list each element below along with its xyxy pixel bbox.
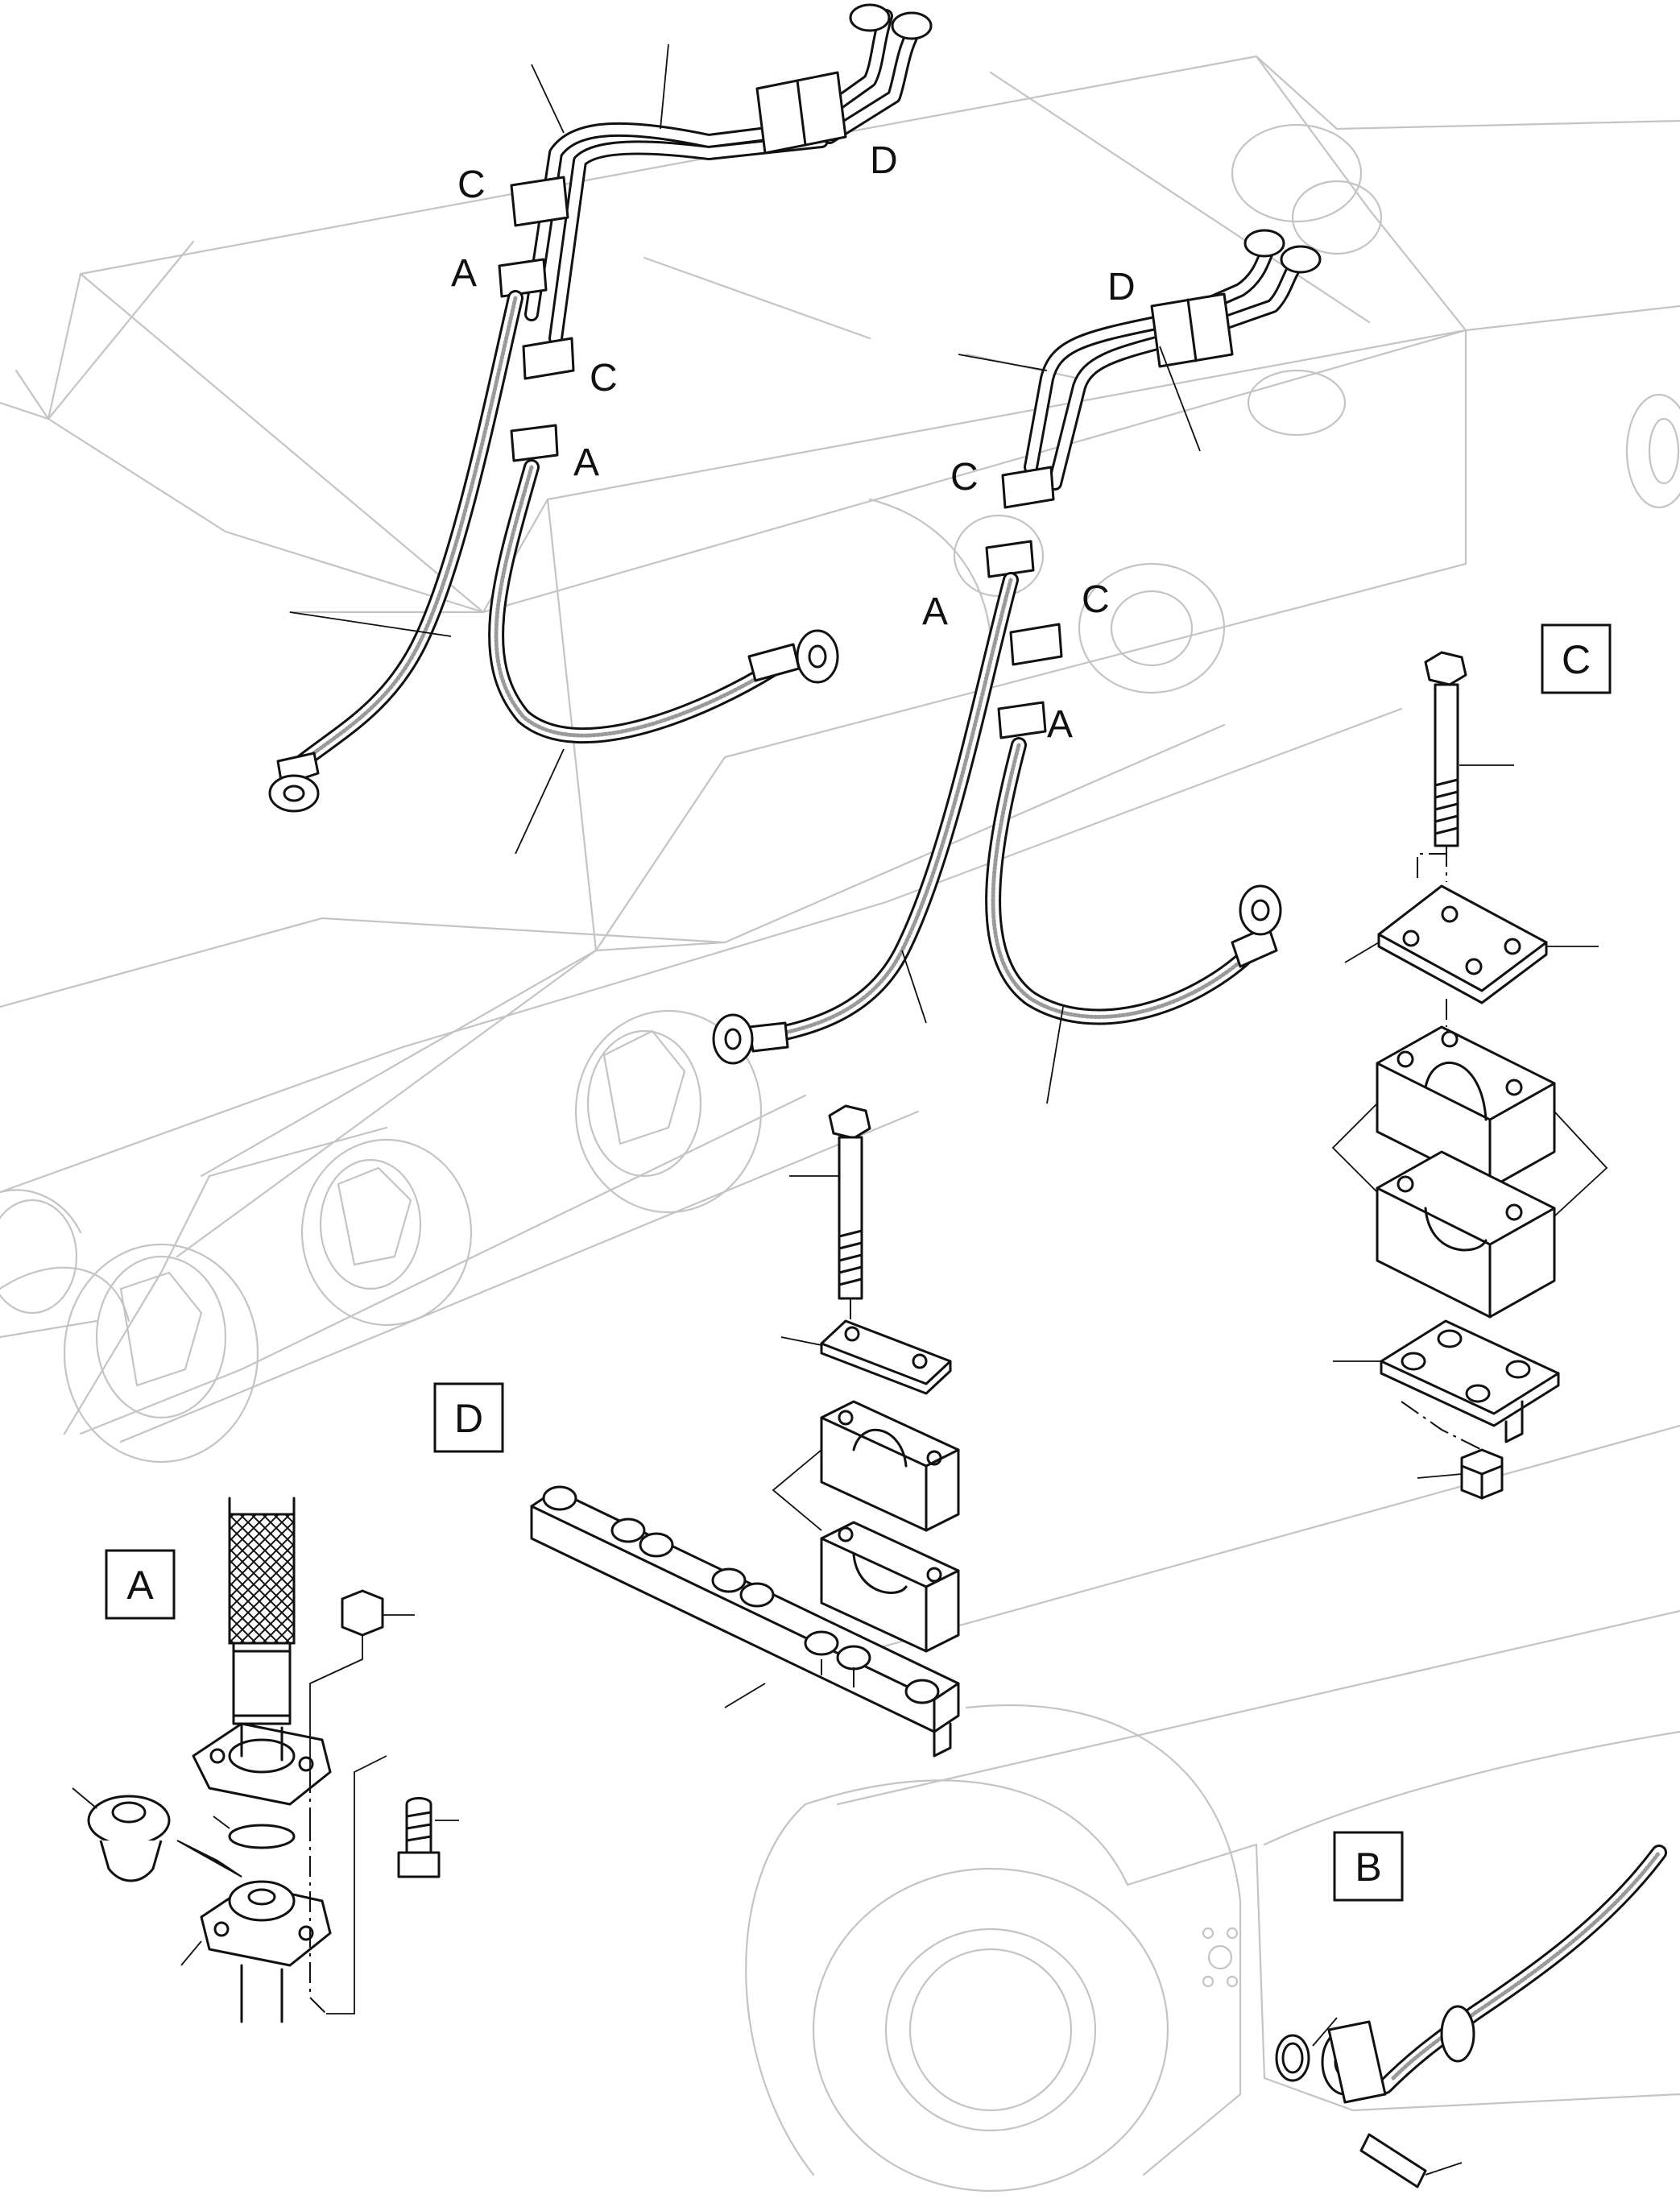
callout-c-4: C [1082, 578, 1110, 621]
callout-c-2: C [590, 357, 618, 400]
detail-box-c-label: C [1562, 637, 1591, 682]
detail-d-clamp-assembly [530, 1104, 960, 1758]
boom-structure-ghost [0, 55, 1680, 2193]
callout-a-2: A [573, 441, 599, 484]
detail-box-a: A [105, 1549, 176, 1620]
right-hose-pair [712, 229, 1322, 1065]
callout-a-1: A [451, 252, 477, 295]
detail-box-a-label: A [126, 1563, 154, 1608]
detail-box-d-label: D [454, 1396, 483, 1441]
callout-c-3: C [950, 456, 979, 499]
boss-flange-2 [300, 1138, 473, 1327]
callout-a-3: A [922, 590, 948, 633]
left-hose-pair [268, 3, 933, 813]
boss-flange-3 [63, 1243, 259, 1464]
detail-box-b: B [1333, 1831, 1404, 1902]
detail-a-hose-fitting [72, 1497, 459, 2023]
callout-d-2: D [1107, 266, 1136, 308]
callout-d-1: D [870, 139, 898, 182]
callout-labels: C A C A D D C C A A [451, 139, 1136, 746]
detail-c-clamp-assembly [1331, 651, 1608, 1500]
detail-b-port-connection [1275, 1845, 1667, 2188]
detail-box-c: C [1541, 623, 1612, 694]
detail-box-d: D [433, 1382, 504, 1453]
callout-a-4: A [1047, 703, 1073, 746]
detail-box-b-label: B [1355, 1845, 1381, 1890]
boss-flange-1 [574, 1009, 763, 1214]
callout-c-1: C [457, 164, 486, 206]
main-leaders [289, 43, 1201, 1104]
